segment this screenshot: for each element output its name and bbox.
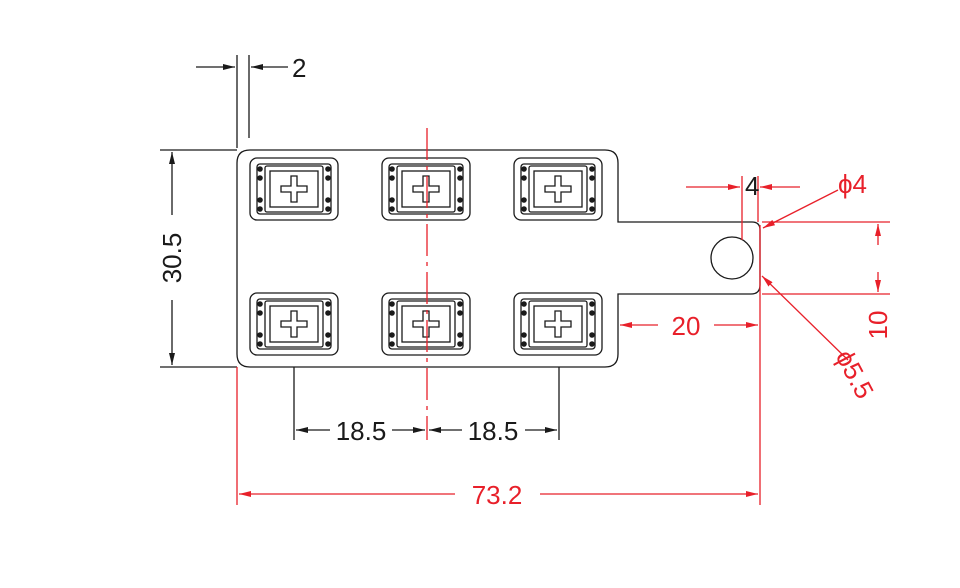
hole-small-width-label: 4	[745, 171, 759, 201]
slot-width-dimension: 10	[762, 221, 893, 340]
height-dimension: 30.5	[157, 149, 237, 368]
hole-width-dimension: 4	[686, 171, 800, 240]
board-outline	[236, 149, 761, 368]
led-modules	[249, 157, 603, 356]
overall-length-dimension: 73.2	[236, 225, 761, 510]
led-module	[249, 157, 339, 221]
hole-dia-small-label: ϕ4	[838, 169, 867, 199]
tab-offset-dimension: 20	[620, 311, 758, 341]
slot-width-label: 10	[863, 311, 893, 340]
edge-gap-dimension: 2	[196, 53, 306, 148]
mounting-hole	[710, 236, 754, 280]
pitch-dimensions: 18.5 18.5	[293, 367, 560, 446]
led-module	[513, 157, 603, 221]
led-module	[249, 292, 339, 356]
led-module	[513, 292, 603, 356]
tab-offset-label: 20	[672, 311, 701, 341]
hole-dia-large-label: ϕ5.5	[830, 345, 880, 404]
pitch-right-label: 18.5	[468, 416, 519, 446]
edge-gap-label: 2	[292, 53, 306, 83]
overall-length-label: 73.2	[472, 480, 523, 510]
pitch-left-label: 18.5	[336, 416, 387, 446]
hole-diameter-small-callout: ϕ4	[762, 169, 867, 229]
led-module	[381, 292, 471, 356]
height-label: 30.5	[157, 233, 187, 284]
led-module	[381, 157, 471, 221]
